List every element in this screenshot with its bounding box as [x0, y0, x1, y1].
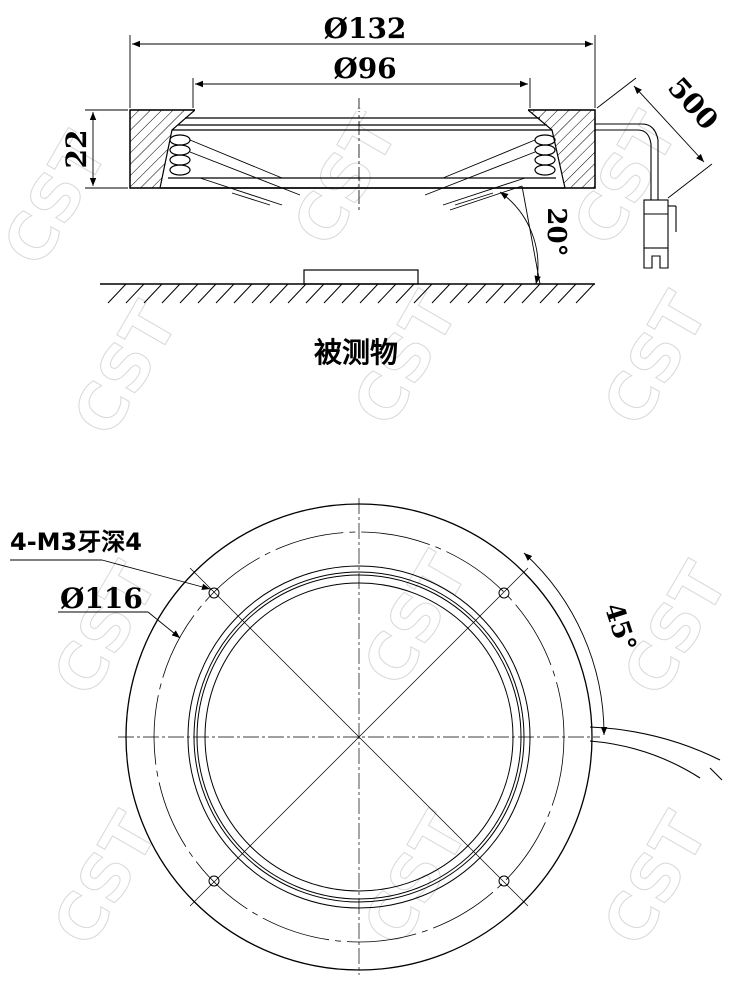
inner-ring-4 — [204, 582, 514, 892]
outer-ring — [125, 503, 593, 971]
inner-ring-3 — [196, 574, 522, 900]
position-angle-label: 45° — [598, 600, 642, 656]
hole-circle — [153, 531, 565, 943]
inner-ring-1 — [187, 565, 531, 909]
mounting-hole — [498, 587, 510, 599]
watermark-text: CST — [590, 281, 723, 438]
top-diagonal-2 — [189, 567, 529, 907]
left-section — [129, 109, 197, 189]
top-labels: 4-M3牙深4 Ø116 45° — [10, 528, 641, 656]
watermark-text: CST — [590, 801, 723, 958]
left-led-coils — [169, 134, 191, 176]
connector — [643, 199, 669, 249]
watermark-text: CST — [60, 291, 193, 448]
mounting-hole — [208, 875, 220, 887]
watermark-text: CST — [40, 801, 173, 958]
top-view — [10, 498, 723, 975]
inner-diameter-label: Ø96 — [333, 52, 396, 85]
side-dimensions — [85, 35, 713, 285]
right-section — [526, 109, 596, 189]
dim-line-500 — [633, 85, 705, 163]
hole-circle-diameter-label: Ø116 — [60, 582, 143, 615]
top-dimensions — [10, 552, 608, 736]
hole-circle-leader — [147, 611, 181, 639]
beam-angle-label: 20° — [541, 207, 571, 256]
side-view — [100, 98, 596, 285]
ground-hatch — [107, 283, 595, 304]
watermark-text: CST — [40, 551, 173, 708]
dim-arc-20 — [499, 191, 541, 285]
side-labels: Ø132 Ø96 22 500 20° 被测物 — [60, 12, 725, 369]
mounting-hole — [498, 875, 510, 887]
thread-note-label: 4-M3牙深4 — [10, 528, 142, 556]
light-beams — [189, 139, 536, 211]
mounting-hole — [208, 587, 220, 599]
watermark-text: CST — [350, 541, 483, 698]
mounting-holes — [208, 587, 510, 887]
right-led-coils — [534, 134, 556, 176]
outer-diameter-label: Ø132 — [324, 12, 407, 45]
height-label: 22 — [60, 130, 93, 169]
dim-arc-45 — [523, 552, 608, 736]
thread-leader — [101, 559, 211, 591]
measured-object — [303, 269, 419, 285]
measured-object-label: 被测物 — [314, 336, 398, 369]
top-cable — [589, 726, 723, 781]
inner-ring-2 — [193, 571, 525, 903]
